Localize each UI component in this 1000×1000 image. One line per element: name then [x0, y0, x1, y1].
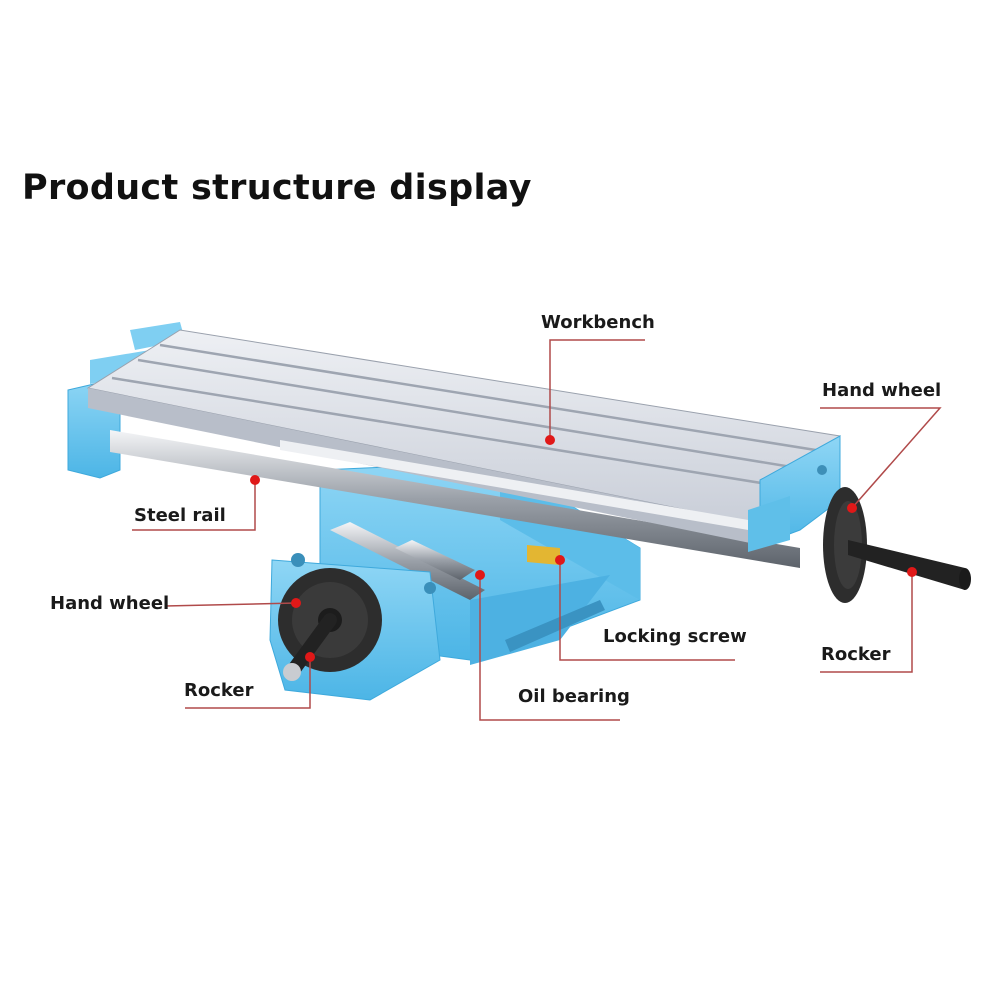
leader-dots [250, 435, 917, 662]
front-hand-wheel [278, 568, 382, 681]
locking-screw [527, 545, 560, 565]
label-workbench: Workbench [541, 312, 655, 333]
side-hand-wheel [823, 487, 971, 603]
lower-rods [330, 522, 485, 600]
label-steel-rail: Steel rail [134, 505, 226, 526]
page-title: Product structure display [22, 168, 532, 208]
label-oil-bearing: Oil bearing [518, 686, 630, 707]
right-end-block [748, 435, 841, 552]
workbench-top [86, 329, 841, 545]
leader-lines [132, 339, 942, 721]
label-locking-screw: Locking screw [603, 626, 747, 647]
label-hand-wheel-left: Hand wheel [50, 593, 170, 614]
label-rocker-left: Rocker [184, 680, 254, 701]
label-rocker-right: Rocker [821, 644, 891, 665]
label-hand-wheel-right: Hand wheel [822, 380, 942, 401]
steel-rail-rod [110, 430, 800, 568]
